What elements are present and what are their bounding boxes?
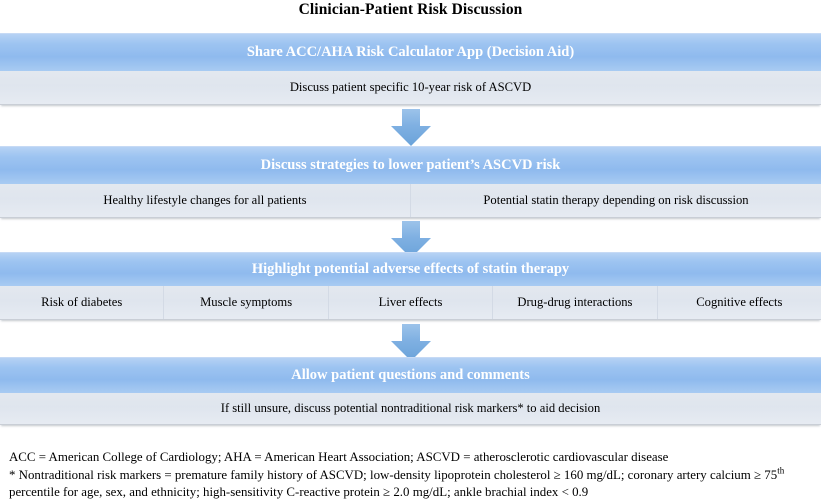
figure-title: Clinician-Patient Risk Discussion	[298, 1, 523, 18]
stage-patient-questions: Allow patient questions and comments If …	[0, 357, 821, 425]
footnote-abbreviations: ACC = American College of Cardiology; AH…	[9, 450, 669, 464]
stage-4-body: If still unsure, discuss potential nontr…	[0, 393, 821, 425]
footnote-nontraditional-markers: * Nontraditional risk markers = prematur…	[9, 465, 821, 502]
footnote-part-b: percentile for age, sex, and ethnicity; …	[9, 485, 589, 499]
stage-share-risk-calculator: Share ACC/AHA Risk Calculator App (Decis…	[0, 33, 821, 105]
stage-3-cell-4: Drug-drug interactions	[493, 286, 658, 319]
stage-2-cell-2: Potential statin therapy depending on ri…	[483, 193, 749, 207]
stage-3-cell-2: Muscle symptoms	[164, 286, 329, 319]
arrow-down-icon-3	[389, 324, 433, 362]
stage-1-cell-1: Discuss patient specific 10-year risk of…	[289, 80, 532, 94]
stage-2-body: Healthy lifestyle changes for all patien…	[0, 184, 821, 218]
stage-3-cell-5: Cognitive effects	[696, 295, 783, 309]
stage-discuss-strategies: Discuss strategies to lower patient’s AS…	[0, 146, 821, 218]
stage-4-header: Allow patient questions and comments	[0, 357, 821, 393]
footnote-part-a: * Nontraditional risk markers = prematur…	[9, 467, 778, 482]
stage-3-body: Risk of diabetes Muscle symptoms Liver e…	[0, 286, 821, 320]
stage-2-cell-1: Healthy lifestyle changes for all patien…	[0, 184, 411, 217]
stage-3-cell-3: Liver effects	[329, 286, 494, 319]
stage-2-header: Discuss strategies to lower patient’s AS…	[0, 146, 821, 184]
stage-1-body: Discuss patient specific 10-year risk of…	[0, 71, 821, 105]
figure-footnotes: ACC = American College of Cardiology; AH…	[9, 449, 821, 502]
stage-adverse-effects: Highlight potential adverse effects of s…	[0, 252, 821, 320]
stage-3-cell-1: Risk of diabetes	[0, 286, 165, 319]
stage-4-cell-1: If still unsure, discuss potential nontr…	[220, 401, 601, 415]
footnote-superscript-th: th	[777, 465, 785, 476]
stage-1-header: Share ACC/AHA Risk Calculator App (Decis…	[0, 33, 821, 71]
stage-3-header: Highlight potential adverse effects of s…	[0, 252, 821, 286]
arrow-down-icon-2	[389, 221, 433, 259]
arrow-down-icon-1	[389, 109, 433, 147]
